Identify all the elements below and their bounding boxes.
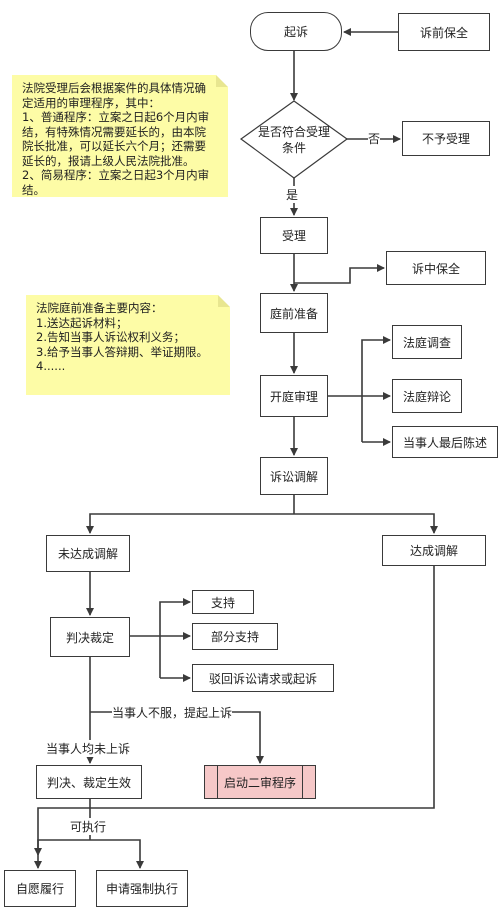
node-ziyuan-lvxing: 自愿履行 [4,870,76,907]
note-line: 法院庭前准备主要内容： [36,301,163,315]
node-tingqian-zhunbei: 庭前准备 [260,293,328,333]
node-susong-tiaojie: 诉讼调解 [260,457,328,495]
node-zhichi: 支持 [192,590,254,614]
node-suzhong-baoquan: 诉中保全 [386,251,486,285]
edge-to-support [159,598,191,678]
node-panjue-caiding: 判决裁定 [50,617,130,657]
node-kaiting-shenli: 开庭审理 [260,375,328,417]
node-ershen: 启动二审程序 [204,765,316,799]
note-line: 2.告知当事人诉讼权利义务； [36,330,185,344]
note-line: 院长批准，可以延长六个月；还需要 [22,139,206,153]
note-line: 4...... [36,359,66,373]
note-fold [218,295,230,307]
note-line: 3.给予当事人答辩期、举证期限。 [36,344,208,359]
node-bohui: 驳回诉讼请求或起诉 [192,664,334,692]
edge-to-investigation [361,336,391,442]
note-fold [216,75,228,87]
node-fating-bianlun: 法庭辩论 [392,379,462,413]
edge-to-voluntary [34,839,90,869]
node-decision-label: 是否符合受理 条件 [244,124,344,156]
note-line: 1、普通程序：立案之日起6个月内审 [22,110,210,124]
note-line: 法院受理后会根据案件的具体情况确 [22,81,206,95]
edge-to-mediated [294,513,438,534]
node-buyu-shouli: 不予受理 [402,121,490,156]
edge-to-enforcement [90,839,144,869]
node-dacheng-tiaojie: 达成调解 [382,535,486,566]
node-zuihou-chenshu: 当事人最后陈述 [392,426,498,458]
edge-mediated-to-effective [34,566,435,856]
note-line: 定适用的审理程序，其中： [22,95,160,110]
note-line: 结，有特殊情况需要延长的，由本院 [22,124,206,139]
note-procedure: 法院受理后会根据案件的具体情况确 定适用的审理程序，其中： 1、普通程序：立案之… [12,75,228,197]
node-bufen-zhichi: 部分支持 [192,623,278,650]
label-no: 否 [368,130,381,147]
label-yes: 是 [286,186,299,203]
decision-line: 是否符合受理 [257,125,330,139]
node-qiangzhi-zhixing: 申请强制执行 [96,870,188,907]
node-qisu: 起诉 [250,12,342,51]
label-appeal: 当事人不服，提起上诉 [112,704,233,721]
node-fating-diaocha: 法庭调查 [392,325,462,359]
node-shengxiao: 判决、裁定生效 [36,765,142,799]
note-line: 1.送达起诉材料； [36,315,128,330]
decision-diamond [239,100,349,179]
decision-line: 条件 [281,141,306,155]
edge-to-suzhong [294,264,385,284]
node-weida-tiaojie: 未达成调解 [46,535,130,572]
label-enforceable: 可执行 [70,818,107,835]
node-shouli: 受理 [260,217,328,254]
note-line: 延长的，报请上级人民法院批准。 [22,153,195,168]
note-line: 结。 [22,182,45,197]
edge-to-not-mediated [86,513,294,534]
label-no-appeal: 当事人均未上诉 [46,740,131,757]
node-suqian-baoquan: 诉前保全 [398,13,490,51]
note-preparation: 法院庭前准备主要内容： 1.送达起诉材料； 2.告知当事人诉讼权利义务； 3.给… [26,295,230,395]
note-line: 2、简易程序：立案之日起3个月内审 [22,168,210,182]
